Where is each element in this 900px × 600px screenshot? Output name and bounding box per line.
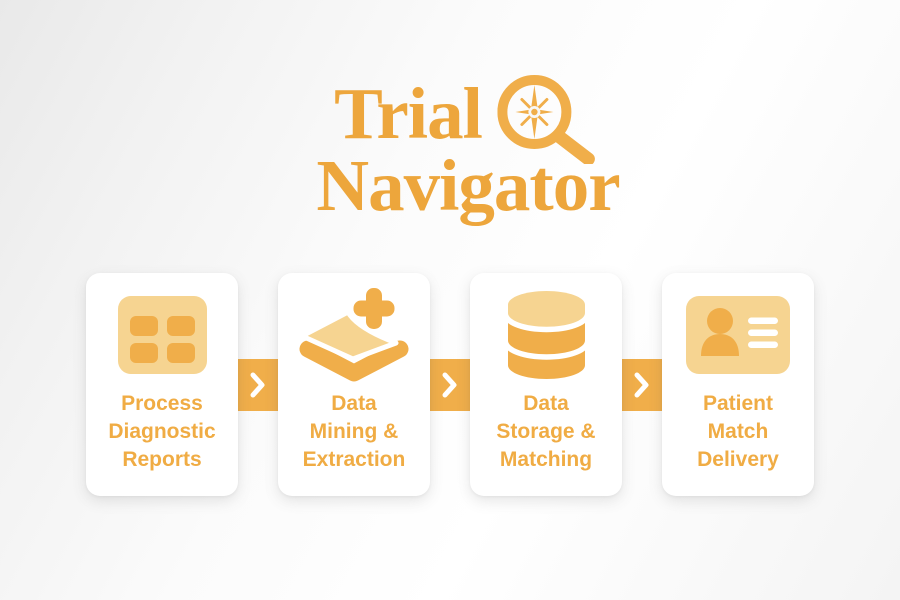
step-label-line: Reports: [122, 448, 202, 471]
step-label: Patient Match Delivery: [697, 390, 779, 474]
step-label-line: Match: [707, 420, 769, 443]
step-icon-wrap: [278, 285, 430, 385]
diagnostic-report-grid-icon: [117, 296, 207, 374]
database-icon: [507, 291, 585, 379]
logo-title-line1: Trial: [334, 73, 483, 154]
step-label-line: Extraction: [302, 448, 406, 471]
step-icon-wrap: [470, 285, 622, 385]
step-label-line: Patient: [702, 392, 773, 415]
step-icon-wrap: [86, 285, 238, 385]
step-card-patient-match-delivery: Patient Match Delivery: [662, 273, 814, 496]
logo-title-line2: Navigator: [316, 145, 620, 226]
step-label-line: Data: [331, 392, 377, 415]
chevron-right-icon: [250, 372, 265, 397]
step-label: Data Storage & Matching: [496, 390, 595, 474]
step-label-line: Mining &: [309, 420, 399, 443]
step-label-line: Matching: [499, 448, 593, 471]
compass-magnifier-icon: [497, 75, 596, 164]
step-label-line: Data: [523, 392, 569, 415]
step-card-data-storage-matching: Data Storage & Matching: [470, 273, 622, 496]
logo-row: Trial: [334, 64, 602, 164]
chevron-right-icon: [634, 372, 649, 397]
step-icon-wrap: [662, 285, 814, 385]
patient-id-card-icon: [686, 296, 790, 374]
step-label: Data Mining & Extraction: [303, 390, 406, 474]
logo: Trial Navigator: [316, 64, 621, 226]
step-label-line: Storage &: [496, 420, 596, 443]
compass-star: [515, 85, 554, 139]
step-label-line: Diagnostic: [108, 420, 216, 443]
step-label: Process Diagnostic Reports: [108, 390, 215, 474]
chevron-right-icon: [442, 372, 457, 397]
step-label-line: Delivery: [697, 448, 779, 471]
connector-arrow: [237, 358, 279, 411]
process-flow: Process Diagnostic Reports Data: [0, 273, 900, 496]
connector-arrow: [429, 358, 471, 411]
connector-arrow: [621, 358, 663, 411]
step-card-process-diagnostic-reports: Process Diagnostic Reports: [86, 273, 238, 496]
step-label-line: Process: [121, 392, 203, 415]
step-card-data-mining-extraction: Data Mining & Extraction: [278, 273, 430, 496]
data-layers-plus-icon: [299, 288, 409, 382]
